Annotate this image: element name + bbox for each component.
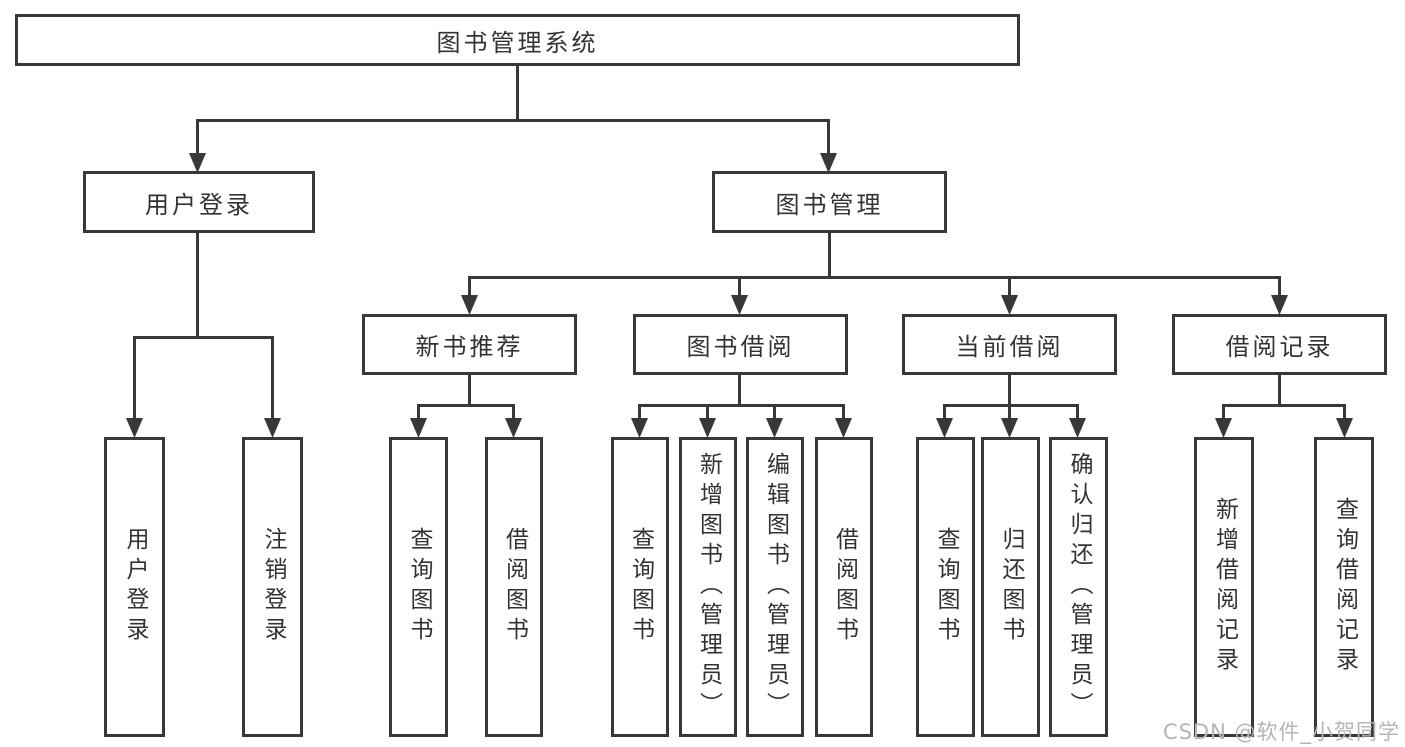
connector-book-borrow-to-leaves: [638, 375, 845, 421]
arrow-down-icon: [936, 418, 953, 438]
leaf-borrow-book-2: 借阅图书: [815, 437, 873, 737]
leaf-logout: 注销登录: [242, 437, 303, 737]
node-book-management-label: 图书管理: [775, 190, 884, 219]
leaf-confirm-return-admin: 确认归还（管理员）: [1049, 437, 1108, 737]
connector-book-management-to-level3: [468, 233, 1281, 298]
leaf-user-login: 用户登录: [104, 437, 165, 737]
arrow-down-icon: [835, 418, 852, 438]
leaf-return-book: 归还图书: [981, 437, 1040, 737]
leaf-query-borrow-record: 查询借阅记录: [1314, 437, 1374, 737]
leaf-logout-label: 注销登录: [260, 527, 286, 647]
arrow-down-icon: [766, 418, 783, 438]
arrow-down-icon: [189, 153, 206, 173]
node-new-book-recommend-label: 新书推荐: [415, 333, 524, 361]
leaf-edit-book-admin: 编辑图书（管理员）: [746, 437, 804, 737]
arrow-down-icon: [1001, 295, 1018, 315]
leaf-add-book-admin-label: 新增图书（管理员）: [695, 452, 722, 722]
node-current-borrow-label: 当前借阅: [955, 333, 1064, 361]
node-user-login: 用户登录: [83, 171, 315, 233]
leaf-add-borrow-record-label: 新增借阅记录: [1211, 497, 1238, 677]
leaf-query-book-2: 查询图书: [611, 437, 669, 737]
arrow-down-icon: [631, 418, 648, 438]
connector-user-login-to-leaves: [133, 233, 274, 421]
connector-root-to-level2: [196, 66, 830, 156]
connector-current-borrow-to-leaves: [943, 375, 1079, 421]
node-book-borrow: 图书借阅: [633, 314, 848, 375]
leaf-query-book-3: 查询图书: [916, 437, 975, 737]
leaf-query-book-1: 查询图书: [389, 437, 448, 737]
node-user-login-label: 用户登录: [145, 190, 253, 219]
leaf-borrow-book-1: 借阅图书: [485, 437, 543, 737]
node-book-borrow-label: 图书借阅: [686, 333, 795, 361]
leaf-confirm-return-admin-label: 确认归还（管理员）: [1066, 452, 1092, 722]
csdn-watermark: CSDN @软件_小贺同学: [1162, 720, 1400, 744]
arrow-down-icon: [1271, 295, 1288, 315]
arrow-down-icon: [461, 295, 478, 315]
node-borrow-records: 借阅记录: [1172, 314, 1387, 375]
connector-new-book-to-leaves: [417, 375, 515, 421]
node-root: 图书管理系统: [15, 14, 1020, 66]
arrow-down-icon: [1069, 418, 1086, 438]
node-root-label: 图书管理系统: [436, 28, 599, 57]
arrow-down-icon: [126, 418, 143, 438]
leaf-query-book-3-label: 查询图书: [933, 527, 959, 647]
arrow-down-icon: [1336, 418, 1353, 438]
arrow-down-icon: [1001, 418, 1018, 438]
leaf-return-book-label: 归还图书: [998, 527, 1024, 647]
leaf-query-borrow-record-label: 查询借阅记录: [1331, 497, 1358, 677]
node-borrow-records-label: 借阅记录: [1225, 333, 1334, 361]
node-new-book-recommend: 新书推荐: [362, 314, 577, 375]
leaf-query-book-1-label: 查询图书: [406, 527, 432, 647]
leaf-borrow-book-2-label: 借阅图书: [831, 527, 858, 647]
leaf-edit-book-admin-label: 编辑图书（管理员）: [762, 452, 789, 722]
node-current-borrow: 当前借阅: [902, 314, 1117, 375]
leaf-add-borrow-record: 新增借阅记录: [1194, 437, 1254, 737]
node-book-management: 图书管理: [712, 171, 947, 233]
arrow-down-icon: [731, 295, 748, 315]
arrow-down-icon: [410, 418, 427, 438]
arrow-down-icon: [699, 418, 716, 438]
arrow-down-icon: [1215, 418, 1232, 438]
leaf-query-book-2-label: 查询图书: [627, 527, 654, 647]
arrow-down-icon: [820, 153, 837, 173]
arrow-down-icon: [264, 418, 281, 438]
leaf-borrow-book-1-label: 借阅图书: [501, 527, 528, 647]
leaf-add-book-admin: 新增图书（管理员）: [679, 437, 737, 737]
leaf-user-login-label: 用户登录: [122, 527, 148, 647]
connector-borrow-records-to-leaves: [1222, 375, 1346, 421]
arrow-down-icon: [505, 418, 522, 438]
